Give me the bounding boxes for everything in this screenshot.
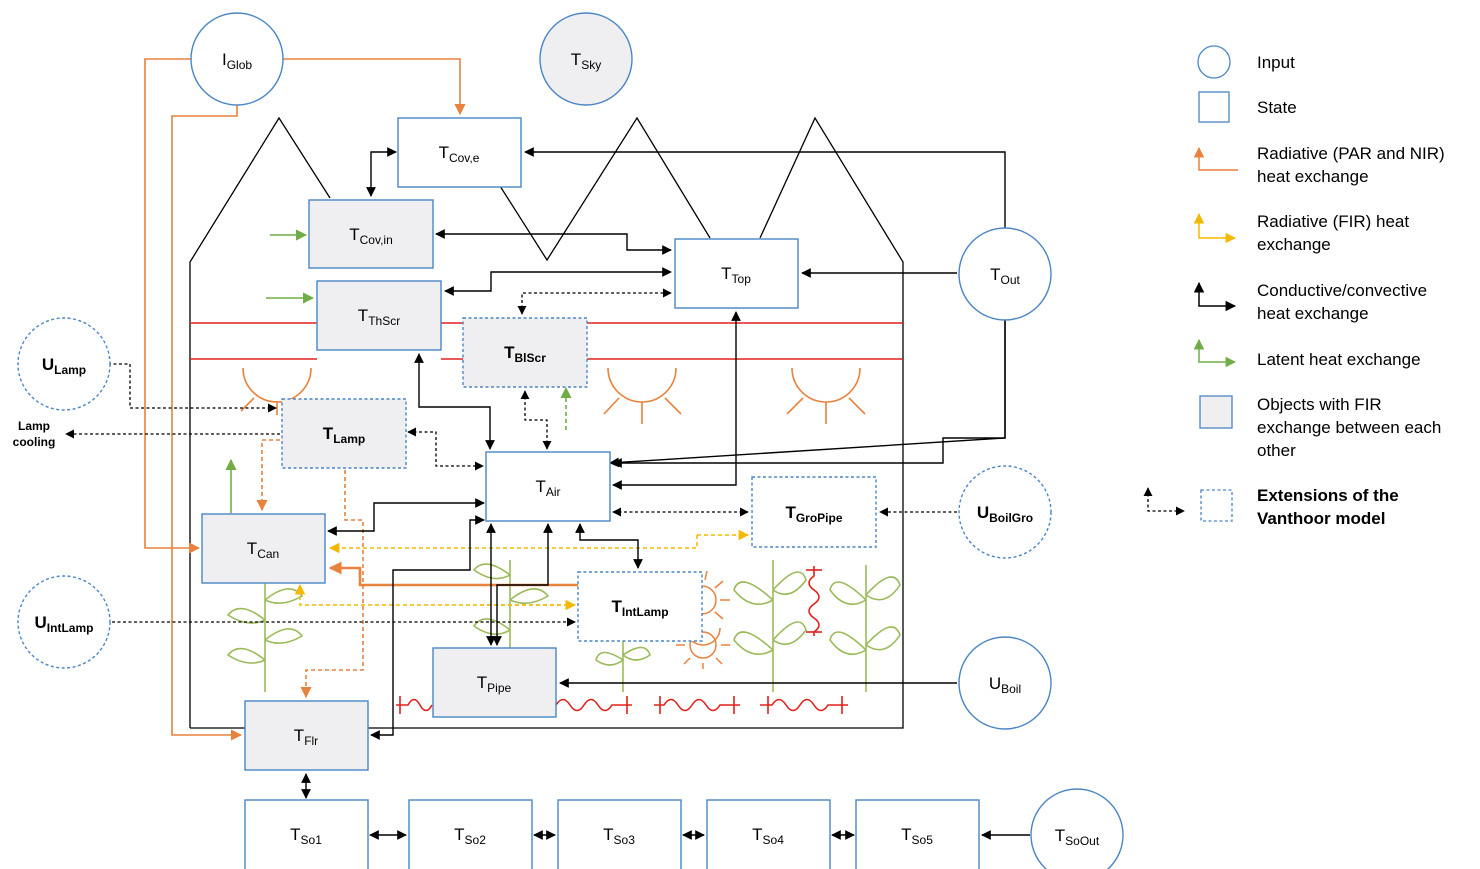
node-tflr: TFlr — [244, 700, 369, 771]
node-uintlamp: UIntLamp — [17, 575, 111, 669]
radiative-par-nir-arrows — [144, 58, 578, 741]
svg-text:Objects with FIR: Objects with FIR — [1257, 395, 1382, 414]
svg-text:IGlob: IGlob — [222, 50, 252, 72]
legend-latent-icon — [1193, 338, 1237, 368]
svg-text:TPipe: TPipe — [477, 673, 512, 695]
svg-text:Extensions of the: Extensions of the — [1257, 486, 1399, 505]
node-tout: TOut — [958, 227, 1052, 321]
svg-text:exchange: exchange — [1257, 235, 1331, 254]
svg-text:TThScr: TThScr — [358, 306, 400, 328]
svg-text:TSo4: TSo4 — [752, 825, 784, 847]
node-tso5: TSo5 — [855, 799, 980, 869]
svg-text:Conductive/convective: Conductive/convective — [1257, 281, 1427, 300]
svg-text:TIntLamp: TIntLamp — [611, 597, 668, 619]
node-tblscr: TBlScr — [462, 317, 588, 388]
svg-text:Radiative (PAR and NIR): Radiative (PAR and NIR) — [1257, 144, 1445, 163]
svg-text:TGroPipe: TGroPipe — [785, 503, 842, 525]
node-tso2: TSo2 — [408, 799, 533, 869]
svg-text:heat exchange: heat exchange — [1257, 167, 1369, 186]
legend: Input State Radiative (PAR and NIR) heat… — [1143, 45, 1445, 528]
node-ulamp: ULamp — [17, 317, 111, 411]
svg-text:UBoilGro: UBoilGro — [977, 503, 1033, 525]
node-tgropipe: TGroPipe — [751, 476, 877, 548]
node-tso1: TSo1 — [244, 799, 369, 869]
svg-text:TAir: TAir — [535, 477, 560, 499]
legend-radiative-fir-icon — [1193, 212, 1237, 244]
legend-extension-arrow-icon — [1143, 487, 1185, 516]
svg-text:TLamp: TLamp — [323, 424, 365, 446]
node-tcan: TCan — [201, 513, 326, 584]
svg-text:TSky: TSky — [571, 50, 601, 72]
node-tcove: TCov,e — [397, 117, 522, 188]
svg-text:TTop: TTop — [721, 264, 751, 286]
legend-radiative-par-icon — [1193, 146, 1238, 171]
svg-text:Input: Input — [1257, 53, 1295, 72]
svg-text:UIntLamp: UIntLamp — [35, 613, 94, 635]
svg-text:TOut: TOut — [990, 265, 1020, 287]
legend-input-icon — [1197, 45, 1231, 79]
svg-text:TSo2: TSo2 — [454, 825, 486, 847]
svg-text:UBoil: UBoil — [989, 674, 1021, 696]
svg-text:State: State — [1257, 98, 1297, 117]
lamp-cooling-label: Lamp cooling — [13, 419, 56, 449]
latent-heat-arrows — [225, 229, 572, 513]
svg-text:TSo3: TSo3 — [603, 825, 635, 847]
svg-text:ULamp: ULamp — [42, 355, 86, 377]
node-tso4: TSo4 — [706, 799, 831, 869]
node-tpipe: TPipe — [432, 647, 557, 718]
intercanopy-lamp-icons — [676, 570, 730, 669]
node-tthscr: TThScr — [316, 280, 442, 351]
svg-text:TCan: TCan — [247, 539, 279, 561]
legend-extension-box-icon — [1200, 489, 1233, 522]
svg-text:TCov,e: TCov,e — [439, 143, 480, 165]
node-tlamp: TLamp — [281, 398, 407, 469]
svg-text:other: other — [1257, 441, 1296, 460]
node-ttop: TTop — [674, 238, 799, 309]
extension-arrows — [65, 288, 957, 627]
node-tsoout: TSoOut — [1030, 788, 1124, 869]
svg-text:Lamp: Lamp — [18, 419, 50, 433]
node-tintlamp: TIntLamp — [577, 571, 703, 642]
greenhouse-outline — [189, 116, 904, 729]
node-tair: TAir — [485, 451, 611, 522]
legend-fir-objects-icon — [1199, 395, 1233, 429]
svg-text:TBlScr: TBlScr — [504, 343, 546, 365]
svg-text:TFlr: TFlr — [294, 726, 318, 748]
node-iglob: IGlob — [190, 12, 284, 106]
svg-text:cooling: cooling — [13, 435, 56, 449]
svg-text:heat exchange: heat exchange — [1257, 304, 1369, 323]
svg-text:TCov,in: TCov,in — [349, 225, 393, 247]
node-tso3: TSo3 — [557, 799, 682, 869]
node-tcovin: TCov,in — [308, 199, 434, 269]
svg-text:TSoOut: TSoOut — [1055, 826, 1100, 848]
legend-conductive-icon — [1193, 281, 1237, 312]
svg-text:Radiative (FIR) heat: Radiative (FIR) heat — [1257, 212, 1409, 231]
legend-state-icon — [1198, 91, 1230, 123]
plant-icons — [226, 560, 901, 692]
svg-text:exchange between each: exchange between each — [1257, 418, 1441, 437]
svg-text:TSo1: TSo1 — [290, 825, 322, 847]
node-uboilgro: UBoilGro — [958, 465, 1052, 559]
svg-text:TSo5: TSo5 — [901, 825, 933, 847]
svg-text:Vanthoor model: Vanthoor model — [1257, 509, 1385, 528]
node-tsky: TSky — [539, 12, 633, 106]
conductive-convective-arrows — [301, 147, 1030, 840]
svg-text:Latent heat exchange: Latent heat exchange — [1257, 350, 1421, 369]
node-uboil: UBoil — [958, 636, 1052, 730]
